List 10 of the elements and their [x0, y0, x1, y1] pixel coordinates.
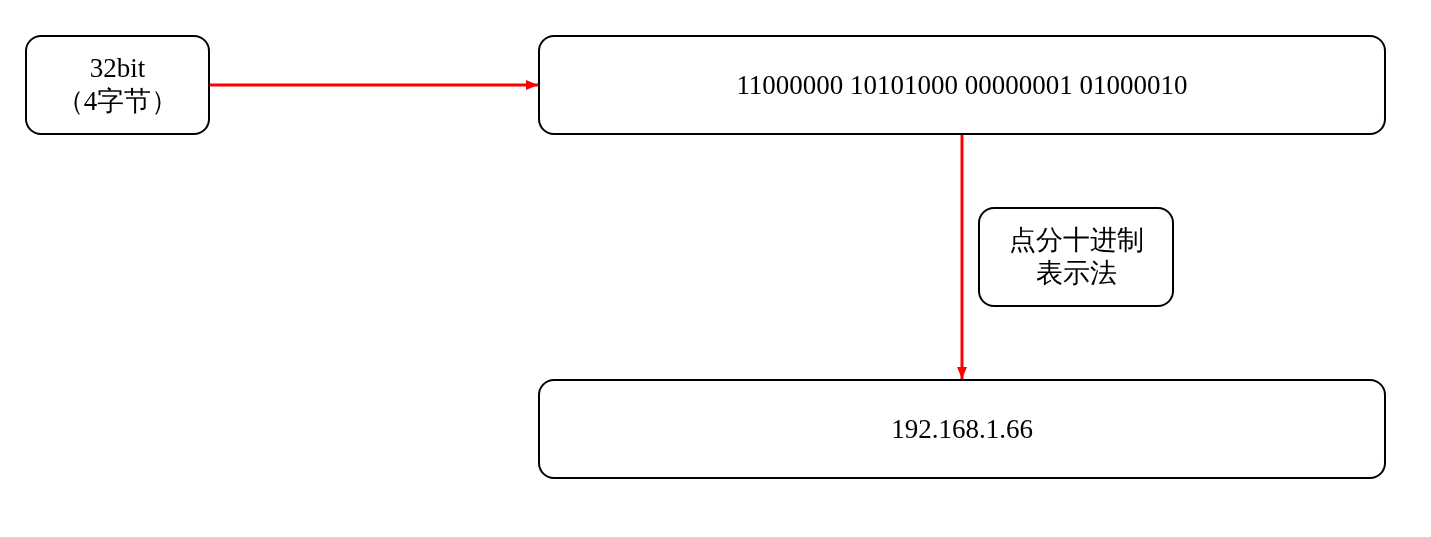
node-label: 11000000 10101000 00000001 01000010	[736, 68, 1188, 102]
note-box	[978, 207, 1174, 307]
arrow	[957, 135, 967, 379]
rounded-box	[538, 35, 1386, 135]
rounded-box	[25, 35, 210, 135]
node-label: 32bit （4字节）	[55, 52, 180, 118]
rounded-box	[538, 379, 1386, 479]
arrow	[210, 80, 538, 90]
node-label: 192.168.1.66	[891, 412, 1033, 446]
node-label: 点分十进制表示法	[1007, 224, 1145, 290]
